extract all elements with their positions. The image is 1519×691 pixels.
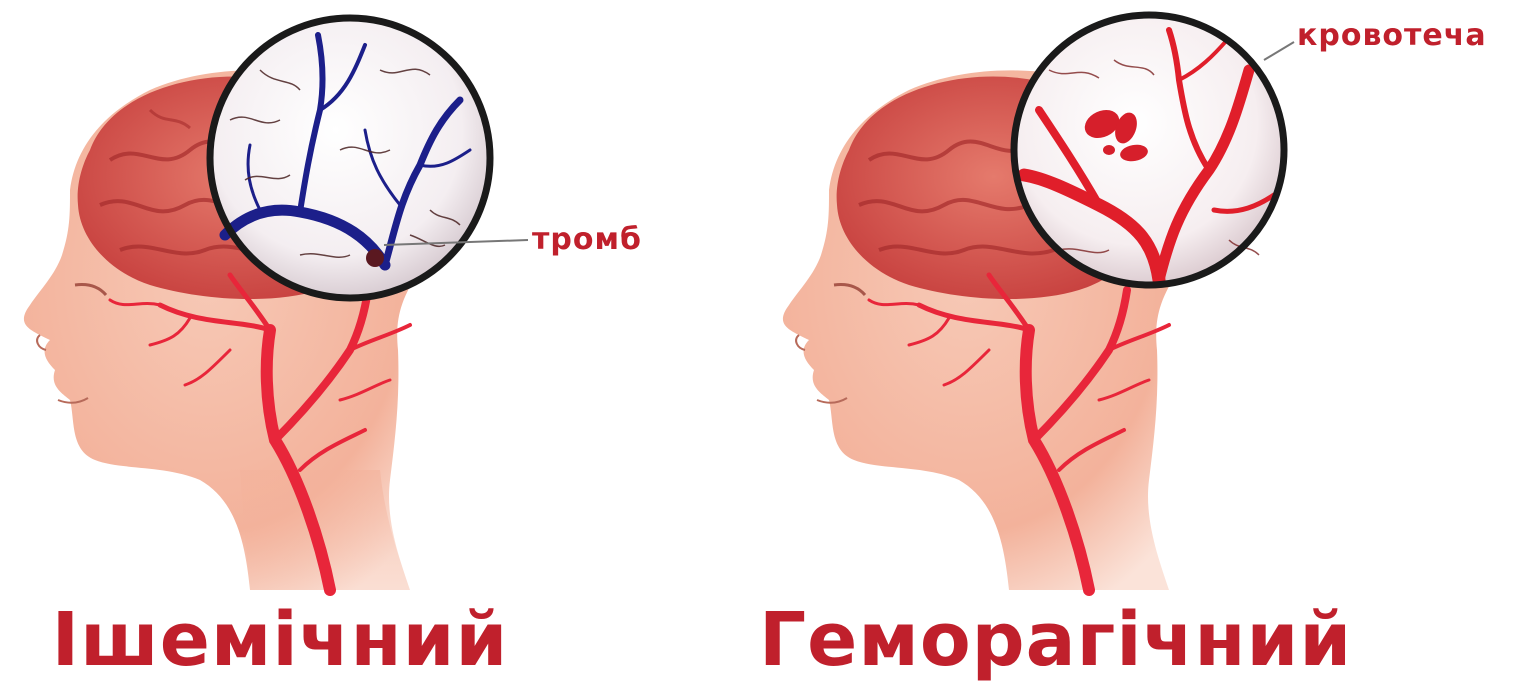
ischemic-title: Ішемічний bbox=[0, 597, 560, 683]
magnifier-circle-icon bbox=[1014, 15, 1294, 285]
ischemic-panel: тромб Ішемічний bbox=[0, 0, 760, 691]
hemorrhagic-illustration bbox=[759, 0, 1519, 691]
blood-clot-icon bbox=[366, 249, 384, 267]
ischemic-illustration bbox=[0, 0, 760, 691]
bleeding-label: кровотеча bbox=[1297, 18, 1487, 53]
hemorrhagic-panel: кровотеча Геморагічний bbox=[759, 0, 1519, 691]
magnifier-circle-icon bbox=[210, 18, 528, 298]
hemorrhagic-title: Геморагічний bbox=[759, 597, 1319, 683]
thrombus-label: тромб bbox=[532, 222, 642, 257]
